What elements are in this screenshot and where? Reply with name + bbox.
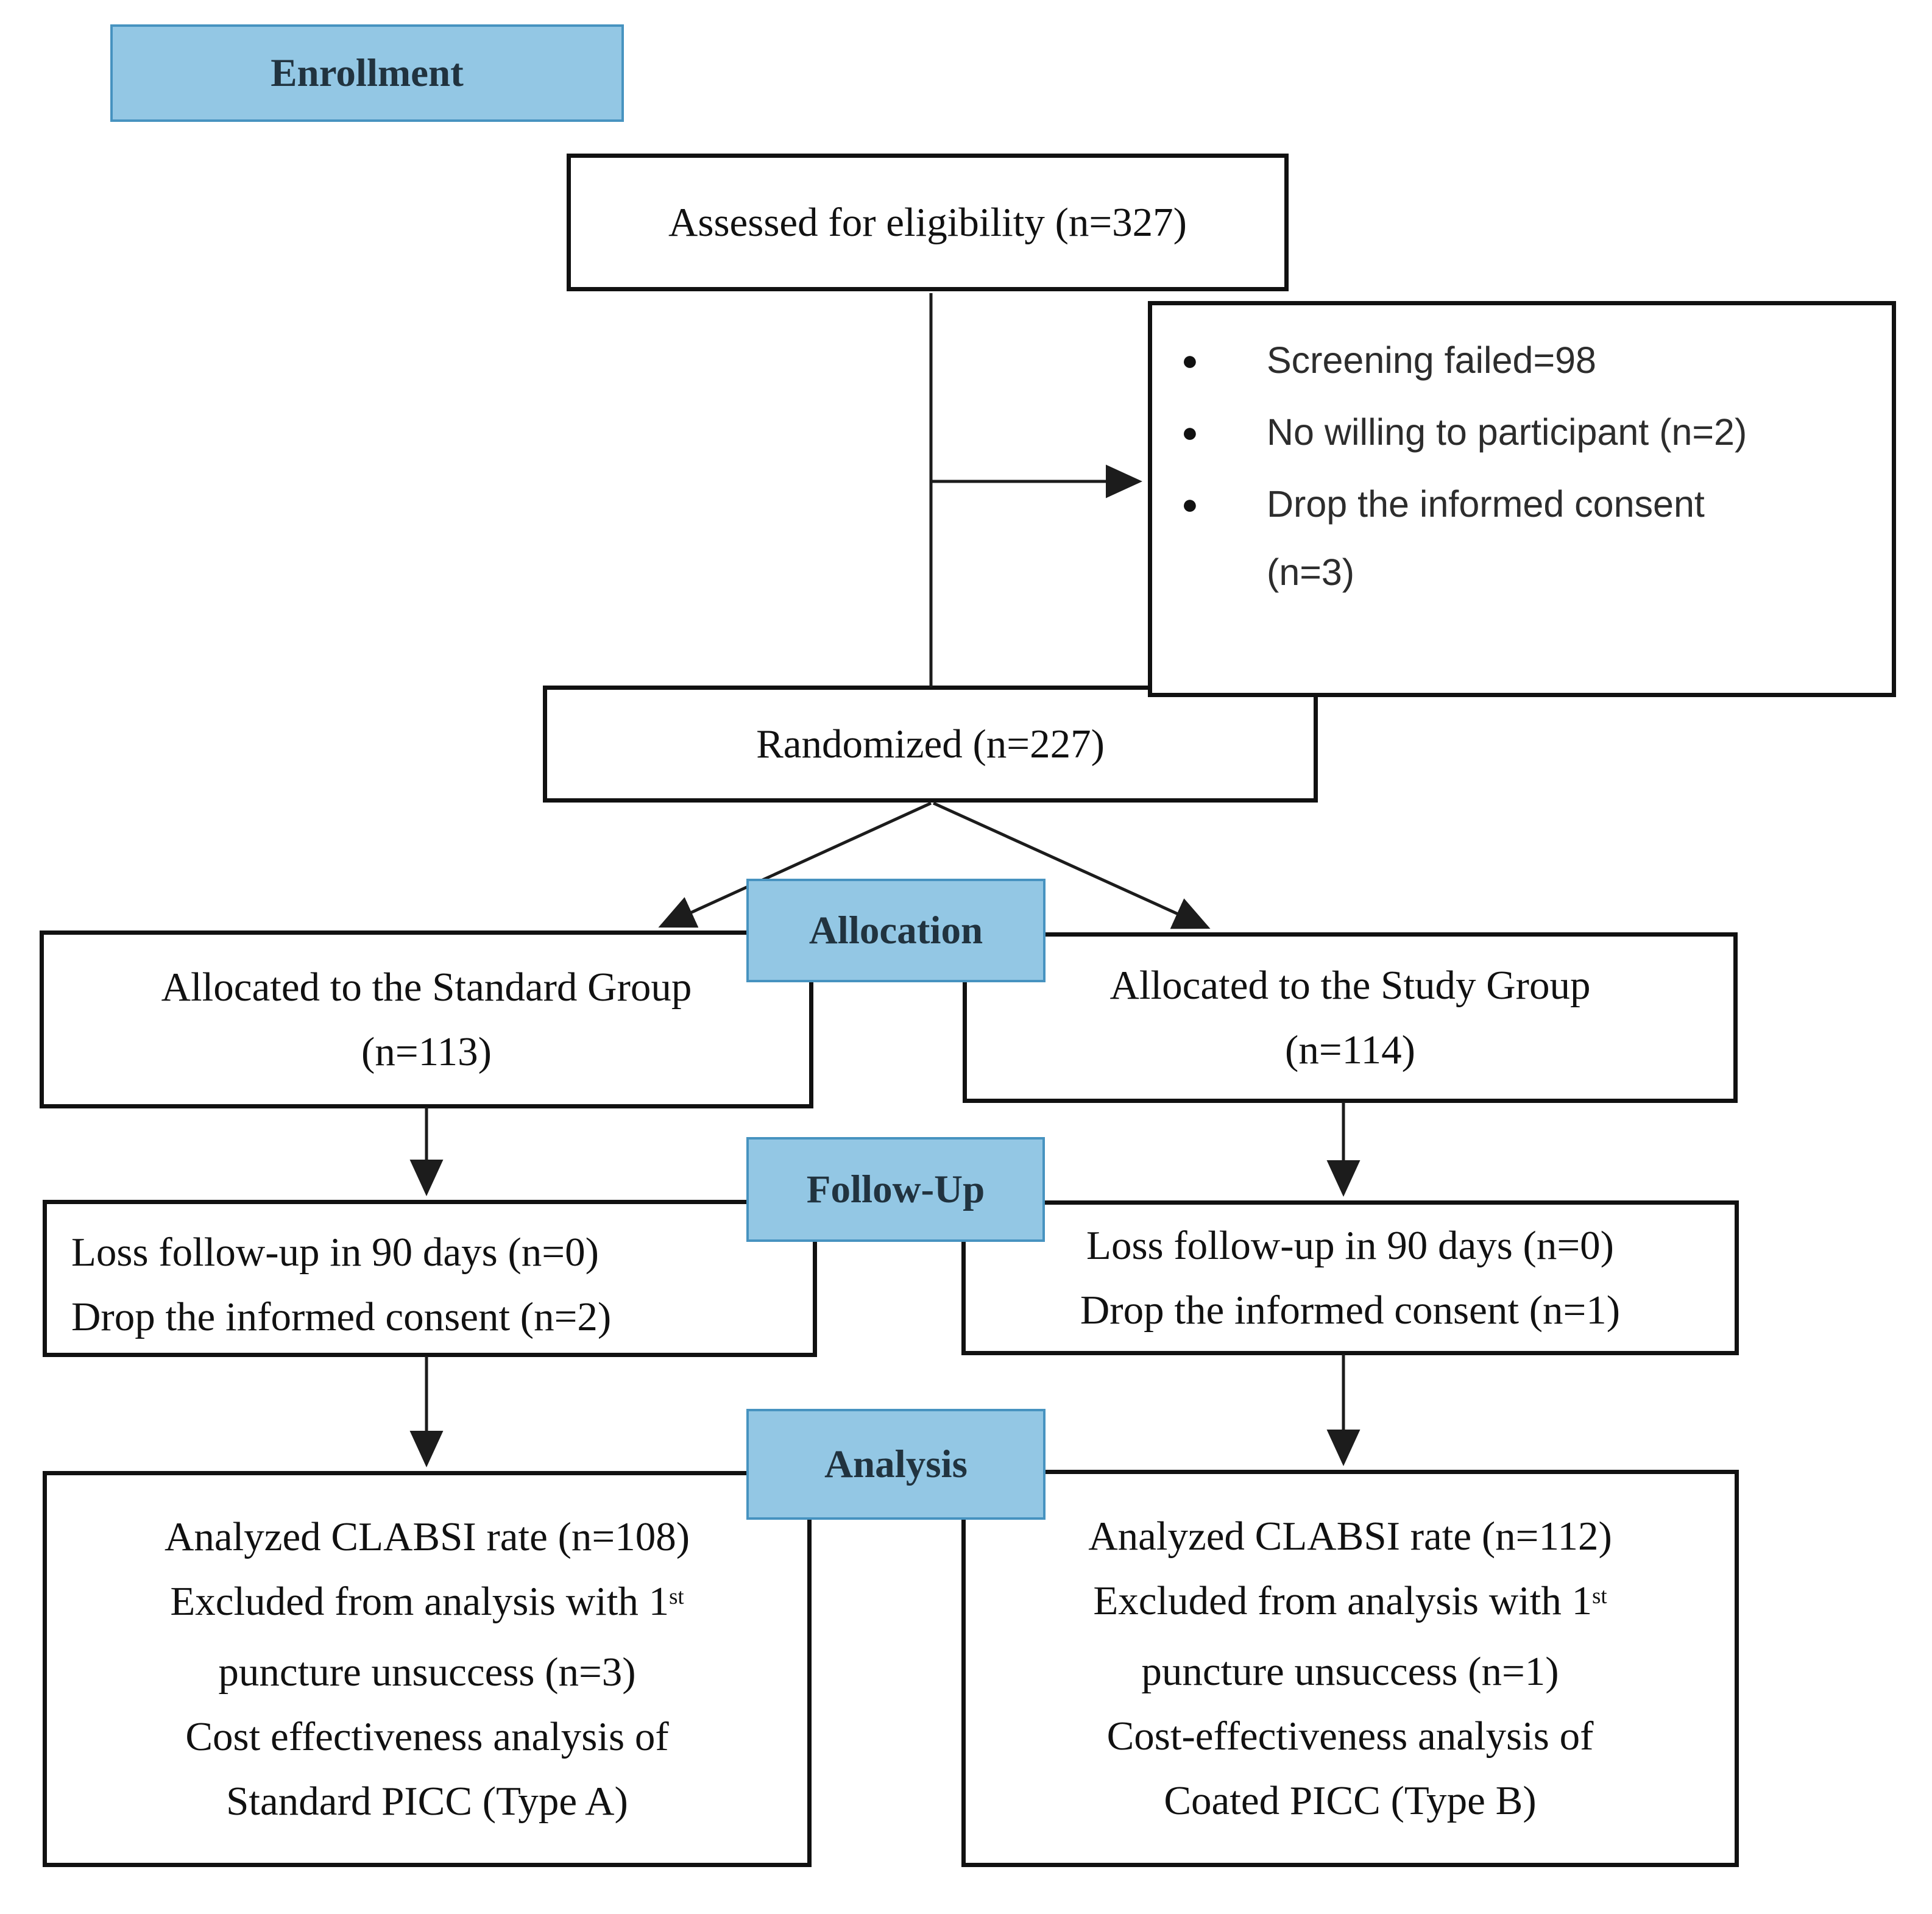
box-text-line: Analyzed CLABSI rate (n=108) (164, 1514, 690, 1559)
stage-label-enrollment: Enrollment (110, 24, 624, 122)
stage-label-allocation: Allocation (746, 879, 1046, 982)
box-text-line: puncture unsuccess (n=3) (218, 1650, 636, 1695)
stage-label-follow-up: Follow-Up (746, 1137, 1045, 1242)
box-text-line: (n=114) (1285, 1027, 1415, 1072)
stage-label-text: Analysis (824, 1442, 968, 1486)
bullet-icon: ● (1181, 344, 1198, 376)
exclusion-item-label: Drop the informed consent (n=3) (1267, 483, 1705, 593)
box-randomized: Randomized (n=227) (543, 686, 1318, 803)
box-analysis-study-group: Analyzed CLABSI rate (n=112) Excluded fr… (961, 1470, 1739, 1867)
box-text-line: Standard PICC (Type A) (226, 1779, 628, 1824)
superscript: st (669, 1583, 684, 1609)
box-text-line: Loss follow-up in 90 days (n=0) (71, 1230, 599, 1275)
bullet-icon: ● (1181, 488, 1198, 520)
box-text-line: Cost-effectiveness analysis of (1106, 1714, 1594, 1759)
box-text-line: (n=113) (361, 1029, 492, 1074)
box-text-line: Drop the informed consent (n=2) (71, 1294, 612, 1339)
box-followup-standard-group: Loss follow-up in 90 days (n=0) Drop the… (43, 1200, 817, 1357)
box-assessed-eligibility: Assessed for eligibility (n=327) (567, 154, 1289, 291)
box-text-line: Allocated to the Study Group (1109, 963, 1591, 1008)
box-text-line: Cost effectiveness analysis of (185, 1714, 669, 1759)
box-allocated-standard-group: Allocated to the Standard Group (n=113) (40, 930, 813, 1108)
exclusion-item: ● No willing to participant (n=2) (1181, 398, 1874, 466)
exclusion-item: ● Screening failed=98 (1181, 326, 1874, 394)
box-text-line: Assessed for eligibility (n=327) (668, 200, 1187, 245)
box-text-line: Loss follow-up in 90 days (n=0) (1086, 1223, 1614, 1268)
box-allocated-study-group: Allocated to the Study Group (n=114) (963, 932, 1738, 1103)
exclusion-item: ● Drop the informed consent (n=3) (1181, 470, 1874, 606)
box-text-line: Analyzed CLABSI rate (n=112) (1088, 1514, 1612, 1559)
stage-label-text: Allocation (809, 908, 983, 952)
box-text-line: Allocated to the Standard Group (161, 965, 692, 1010)
stage-label-analysis: Analysis (746, 1409, 1046, 1520)
bullet-icon: ● (1181, 416, 1198, 448)
box-text-line: Excluded from analysis with 1st (170, 1579, 684, 1624)
stage-label-text: Enrollment (271, 51, 464, 95)
box-exclusions: ● Screening failed=98 ● No willing to pa… (1148, 301, 1896, 697)
box-text-line: Excluded from analysis with 1st (1093, 1578, 1607, 1623)
box-text-line: Randomized (n=227) (756, 721, 1105, 767)
box-analysis-standard-group: Analyzed CLABSI rate (n=108) Excluded fr… (43, 1471, 812, 1867)
exclusion-item-label: No willing to participant (n=2) (1267, 411, 1747, 453)
stage-label-text: Follow-Up (806, 1167, 985, 1211)
box-text-line: Coated PICC (Type B) (1164, 1778, 1537, 1823)
exclusion-item-label: Screening failed=98 (1267, 339, 1596, 381)
superscript: st (1592, 1583, 1607, 1608)
box-text-line: Drop the informed consent (n=1) (1080, 1288, 1621, 1333)
box-text-line: puncture unsuccess (n=1) (1141, 1649, 1559, 1694)
box-followup-study-group: Loss follow-up in 90 days (n=0) Drop the… (961, 1200, 1739, 1355)
